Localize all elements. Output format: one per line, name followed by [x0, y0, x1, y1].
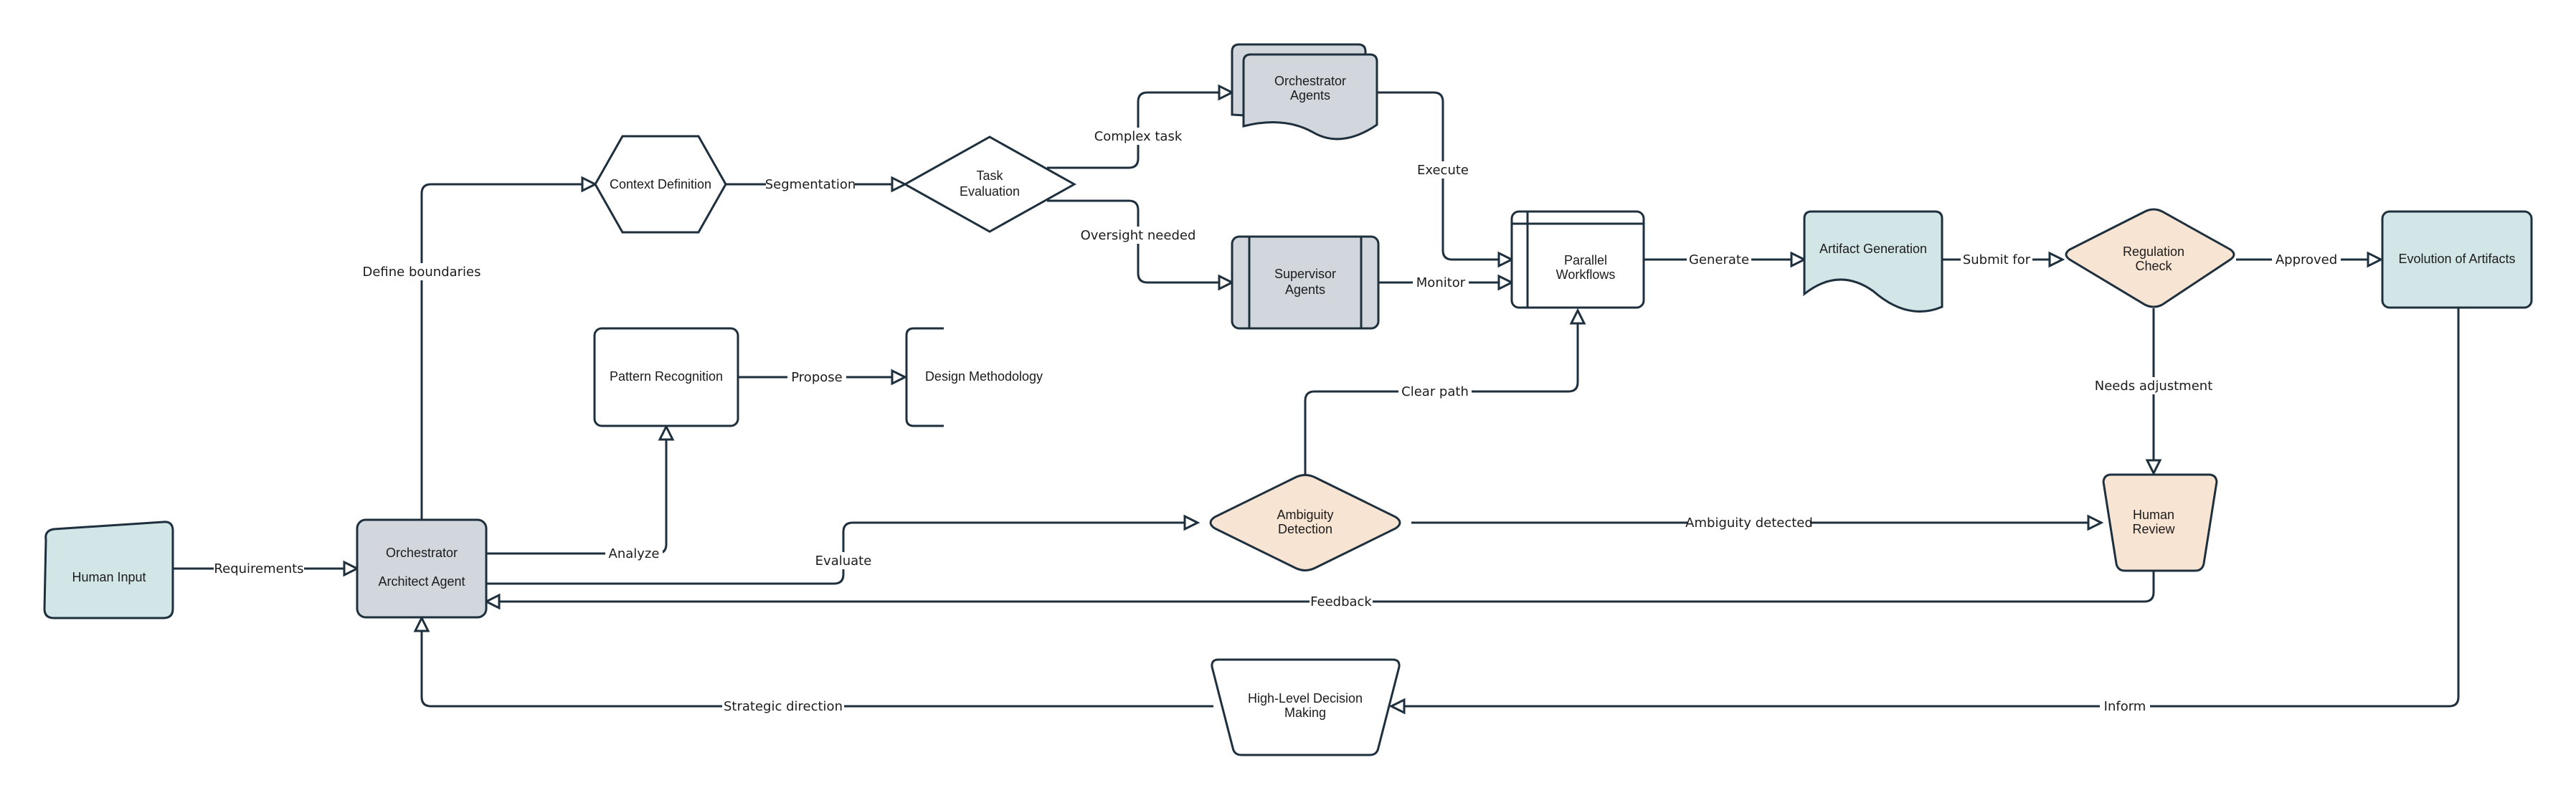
- node-label-human-input: Human Input: [72, 570, 146, 584]
- node-label-human-review-line2: Review: [2132, 522, 2175, 536]
- node-label-context-definition: Context Definition: [610, 177, 711, 191]
- node-label-task-evaluation-line2: Evaluation: [960, 184, 1020, 199]
- node-label-orchestrator-agents-line2: Agents: [1290, 88, 1330, 103]
- node-label-human-review-line1: Human: [2133, 508, 2174, 522]
- node-label-parallel-workflows-line2: Workflows: [1556, 267, 1616, 282]
- edge-submit-for: Submit for: [1942, 251, 2065, 268]
- node-label-ambiguity-detection-line2: Detection: [1278, 522, 1332, 536]
- node-orchestrator-architect-agent[interactable]: Orchestrator Architect Agent: [356, 518, 488, 619]
- edge-segmentation: Segmentation: [726, 176, 908, 193]
- edge-label-requirements: Requirements: [214, 561, 303, 576]
- node-label-artifact-generation: Artifact Generation: [1819, 242, 1927, 256]
- edge-label-complex-task: Complex task: [1094, 129, 1183, 144]
- edge-label-ambiguity-detected: Ambiguity detected: [1685, 516, 1813, 531]
- node-ambiguity-detection[interactable]: Ambiguity Detection: [1209, 474, 1401, 571]
- edge-label-oversight-needed: Oversight needed: [1081, 228, 1196, 243]
- node-design-methodology[interactable]: Design Methodology: [905, 327, 1043, 427]
- edge-label-generate: Generate: [1689, 252, 1749, 267]
- edge-label-execute: Execute: [1417, 163, 1469, 178]
- edge-clear-path: Clear path: [1304, 308, 1586, 475]
- edge-define-boundaries: Define boundaries: [362, 176, 598, 520]
- edge-label-evaluate: Evaluate: [815, 554, 872, 569]
- node-label-regulation-check-line1: Regulation: [2123, 244, 2184, 259]
- node-label-orchestrator-agents-line1: Orchestrator: [1274, 74, 1346, 88]
- edge-execute: Execute: [1377, 91, 1515, 268]
- edge-complex-task: Complex task: [1047, 84, 1235, 169]
- edge-label-propose: Propose: [791, 370, 842, 385]
- edge-label-feedback: Feedback: [1310, 594, 1372, 609]
- edge-oversight-needed: Oversight needed: [1047, 199, 1235, 291]
- edge-analyze: Analyze: [486, 424, 675, 562]
- node-evolution-of-artifacts[interactable]: Evolution of Artifacts: [2381, 210, 2533, 309]
- edge-label-define-boundaries: Define boundaries: [362, 265, 480, 280]
- edge-label-needs-adjustment: Needs adjustment: [2095, 379, 2213, 394]
- node-label-evolution-of-artifacts: Evolution of Artifacts: [2398, 252, 2515, 266]
- node-pattern-recognition[interactable]: Pattern Recognition: [593, 327, 739, 427]
- edge-label-submit-for: Submit for: [1963, 252, 2031, 267]
- node-label-ambiguity-detection-line1: Ambiguity: [1277, 508, 1333, 522]
- node-high-level-decision-making[interactable]: High-Level Decision Making: [1211, 658, 1401, 756]
- edge-label-approved: Approved: [2276, 252, 2337, 267]
- node-label-regulation-check-line2: Check: [2135, 259, 2172, 273]
- edge-approved: Approved: [2236, 251, 2384, 268]
- edge-label-strategic-direction: Strategic direction: [724, 699, 843, 714]
- node-task-evaluation[interactable]: Task Evaluation: [902, 136, 1077, 233]
- edge-ambiguity-detected: Ambiguity detected: [1411, 514, 2104, 531]
- edge-generate: Generate: [1644, 251, 1807, 268]
- edge-label-analyze: Analyze: [609, 546, 660, 561]
- node-label-high-level-decision-line1: High-Level Decision: [1248, 691, 1363, 706]
- node-label-task-evaluation-line1: Task: [976, 168, 1003, 183]
- node-label-orchestrator-architect-line2: Architect Agent: [378, 574, 465, 589]
- edge-label-inform: Inform: [2104, 699, 2146, 714]
- node-label-supervisor-agents-line2: Agents: [1285, 282, 1325, 297]
- node-parallel-workflows[interactable]: Parallel Workflows: [1510, 210, 1645, 309]
- node-orchestrator-agents[interactable]: Orchestrator Agents: [1231, 43, 1378, 141]
- edge-requirements: Requirements: [174, 560, 360, 577]
- node-label-design-methodology: Design Methodology: [925, 369, 1043, 384]
- edge-needs-adjustment: Needs adjustment: [2095, 308, 2213, 476]
- edge-label-segmentation: Segmentation: [765, 177, 856, 192]
- node-label-supervisor-agents-line1: Supervisor: [1274, 267, 1336, 281]
- edge-label-monitor: Monitor: [1416, 275, 1466, 290]
- node-context-definition[interactable]: Context Definition: [594, 135, 727, 234]
- edge-feedback: Feedback: [483, 571, 2155, 610]
- edge-monitor: Monitor: [1378, 274, 1515, 291]
- node-human-review[interactable]: Human Review: [2102, 473, 2218, 572]
- edge-inform: Inform: [1388, 308, 2460, 715]
- edge-strategic-direction: Strategic direction: [413, 615, 1213, 715]
- edge-evaluate: Evaluate: [486, 514, 1201, 585]
- node-label-orchestrator-architect-line1: Orchestrator: [386, 546, 458, 560]
- node-supervisor-agents[interactable]: Supervisor Agents: [1231, 235, 1380, 330]
- node-label-pattern-recognition: Pattern Recognition: [610, 369, 723, 384]
- node-human-input[interactable]: Human Input: [43, 521, 174, 619]
- node-regulation-check[interactable]: Regulation Check: [2065, 208, 2235, 308]
- node-label-parallel-workflows-line1: Parallel: [1564, 253, 1607, 267]
- edge-label-clear-path: Clear path: [1401, 384, 1469, 399]
- edge-propose: Propose: [738, 369, 908, 386]
- node-artifact-generation[interactable]: Artifact Generation: [1803, 210, 1943, 313]
- node-label-high-level-decision-line2: Making: [1284, 706, 1326, 720]
